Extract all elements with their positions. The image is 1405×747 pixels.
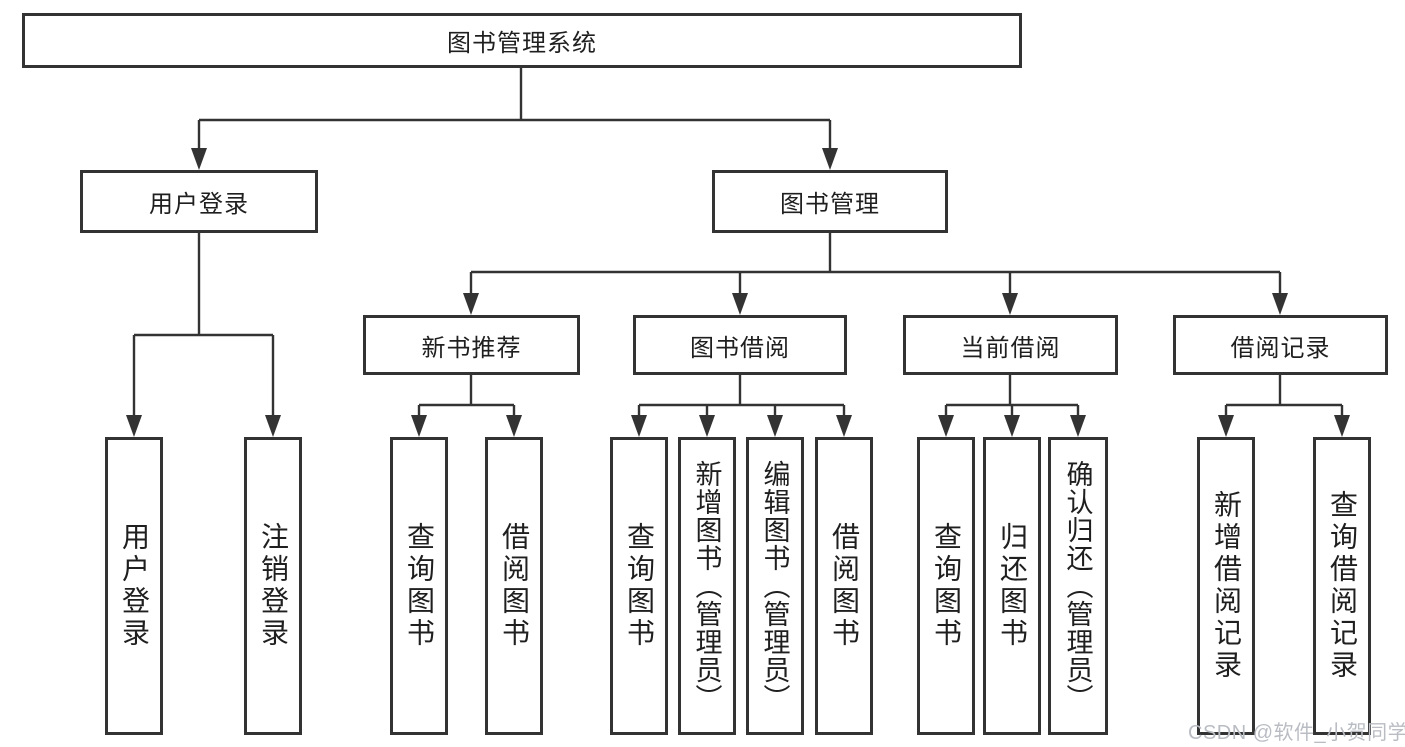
- leaf-add-book-admin: 新增图书（管理员）: [678, 437, 736, 735]
- watermark: CSDN @软件_小贺同学: [1188, 722, 1405, 744]
- leaf-borrow-books-recommend: 借阅图书: [485, 437, 543, 735]
- leaf-borrow-books-label: 借阅图书: [829, 522, 860, 650]
- node-borrow-record-label: 借阅记录: [1230, 334, 1331, 362]
- leaf-add-book-admin-label: 新增图书（管理员）: [691, 460, 722, 712]
- leaf-confirm-return-admin-label: 确认归还（管理员）: [1062, 460, 1093, 712]
- leaf-add-borrow-record-label: 新增借阅记录: [1211, 490, 1242, 682]
- leaf-borrow-books-recommend-label: 借阅图书: [499, 522, 530, 650]
- leaf-query-borrow-record: 查询借阅记录: [1313, 437, 1371, 735]
- node-root-system: 图书管理系统: [22, 13, 1022, 68]
- node-borrow-record: 借阅记录: [1173, 315, 1388, 375]
- node-user-login-label: 用户登录: [149, 191, 249, 218]
- leaf-query-books-borrow-label: 查询图书: [624, 522, 655, 650]
- leaf-query-books-borrow: 查询图书: [610, 437, 668, 735]
- leaf-add-borrow-record: 新增借阅记录: [1197, 437, 1255, 735]
- leaf-return-book: 归还图书: [983, 437, 1041, 735]
- node-user-login: 用户登录: [80, 170, 318, 233]
- node-book-borrow-label: 图书借阅: [690, 334, 790, 362]
- leaf-query-books-recommend: 查询图书: [390, 437, 448, 735]
- leaf-query-books-current-label: 查询图书: [931, 522, 962, 650]
- leaf-borrow-books: 借阅图书: [815, 437, 873, 735]
- leaf-query-borrow-record-label: 查询借阅记录: [1327, 490, 1358, 682]
- leaf-query-books-current: 查询图书: [917, 437, 975, 735]
- leaf-confirm-return-admin: 确认归还（管理员）: [1048, 437, 1108, 735]
- node-book-management: 图书管理: [712, 170, 948, 233]
- node-new-book-recommend: 新书推荐: [363, 315, 580, 375]
- leaf-edit-book-admin-label: 编辑图书（管理员）: [759, 460, 790, 712]
- leaf-edit-book-admin: 编辑图书（管理员）: [746, 437, 804, 735]
- leaf-query-books-recommend-label: 查询图书: [404, 522, 435, 650]
- node-book-borrow: 图书借阅: [633, 315, 847, 375]
- leaf-return-book-label: 归还图书: [997, 522, 1028, 650]
- node-current-borrow: 当前借阅: [903, 315, 1118, 375]
- leaf-logout: 注销登录: [244, 437, 302, 735]
- node-book-management-label: 图书管理: [780, 191, 880, 218]
- leaf-user-login-label: 用户登录: [119, 522, 150, 650]
- leaf-user-login: 用户登录: [105, 437, 163, 735]
- node-current-borrow-label: 当前借阅: [960, 334, 1061, 362]
- leaf-logout-label: 注销登录: [258, 522, 289, 650]
- node-new-book-recommend-label: 新书推荐: [421, 334, 522, 362]
- node-root-label: 图书管理系统: [447, 30, 597, 57]
